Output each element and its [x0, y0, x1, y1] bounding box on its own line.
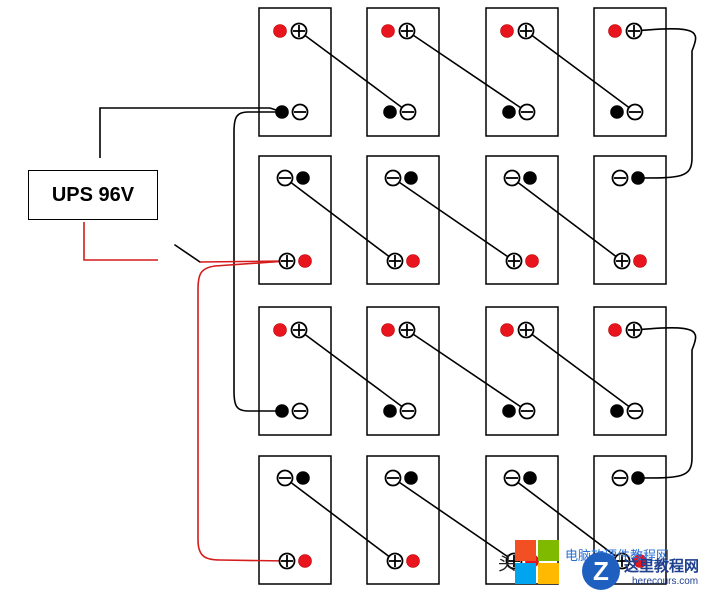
series-wire: [284, 177, 396, 262]
positive-dot: [525, 254, 539, 268]
series-wire: [298, 30, 409, 113]
positive-dot: [298, 554, 312, 568]
watermark-cn-text: 头: [498, 554, 516, 575]
negative-dot: [296, 171, 310, 185]
positive-dot: [500, 323, 514, 337]
battery-box: [366, 155, 440, 285]
negative-dot: [502, 105, 516, 119]
switch-lever: [174, 244, 201, 263]
ups-positive-wire: [83, 222, 158, 261]
positive-dot: [608, 323, 622, 337]
positive-dot: [608, 24, 622, 38]
positive-dot: [381, 323, 395, 337]
jumper-wire: [633, 28, 697, 179]
negative-dot: [502, 404, 516, 418]
positive-dot: [500, 24, 514, 38]
ups-positive-wire: [197, 260, 288, 562]
battery-box: [258, 155, 332, 285]
windows-logo-icon: [515, 540, 561, 586]
negative-dot: [631, 471, 645, 485]
battery-box: [258, 455, 332, 585]
site-logo-icon: Z: [582, 552, 620, 590]
negative-dot: [275, 404, 289, 418]
negative-dot: [631, 171, 645, 185]
negative-dot: [404, 471, 418, 485]
battery-box: [593, 155, 667, 285]
positive-dot: [406, 254, 420, 268]
positive-dot: [633, 254, 647, 268]
series-wire: [392, 177, 515, 262]
negative-dot: [610, 404, 624, 418]
battery-box: [485, 155, 559, 285]
series-wire: [284, 477, 396, 562]
negative-dot: [383, 105, 397, 119]
positive-dot: [633, 554, 647, 568]
series-wire: [525, 329, 636, 412]
site-name-en: herecours.com: [632, 576, 699, 587]
positive-dot: [273, 24, 287, 38]
positive-dot: [406, 554, 420, 568]
series-wire: [511, 477, 623, 562]
negative-dot: [404, 171, 418, 185]
battery-box: [366, 455, 440, 585]
ups-label: UPS 96V: [51, 183, 135, 206]
negative-dot: [275, 105, 289, 119]
negative-dot: [523, 171, 537, 185]
series-wire: [406, 30, 528, 113]
jumper-wire: [633, 327, 697, 479]
positive-dot: [298, 254, 312, 268]
positive-dot: [381, 24, 395, 38]
negative-dot: [383, 404, 397, 418]
negative-dot: [610, 105, 624, 119]
site-name-cn: 这里教程网: [624, 557, 700, 575]
series-wire: [511, 177, 623, 262]
positive-dot: [273, 323, 287, 337]
ups-negative-wire: [99, 107, 283, 158]
series-wire: [525, 30, 636, 113]
ups-box: UPS 96V: [28, 170, 158, 220]
negative-dot: [296, 471, 310, 485]
negative-dot: [523, 471, 537, 485]
series-wire: [298, 329, 409, 412]
series-wire: [392, 477, 515, 562]
series-wire: [406, 329, 528, 412]
ups-positive-wire: [199, 260, 288, 263]
